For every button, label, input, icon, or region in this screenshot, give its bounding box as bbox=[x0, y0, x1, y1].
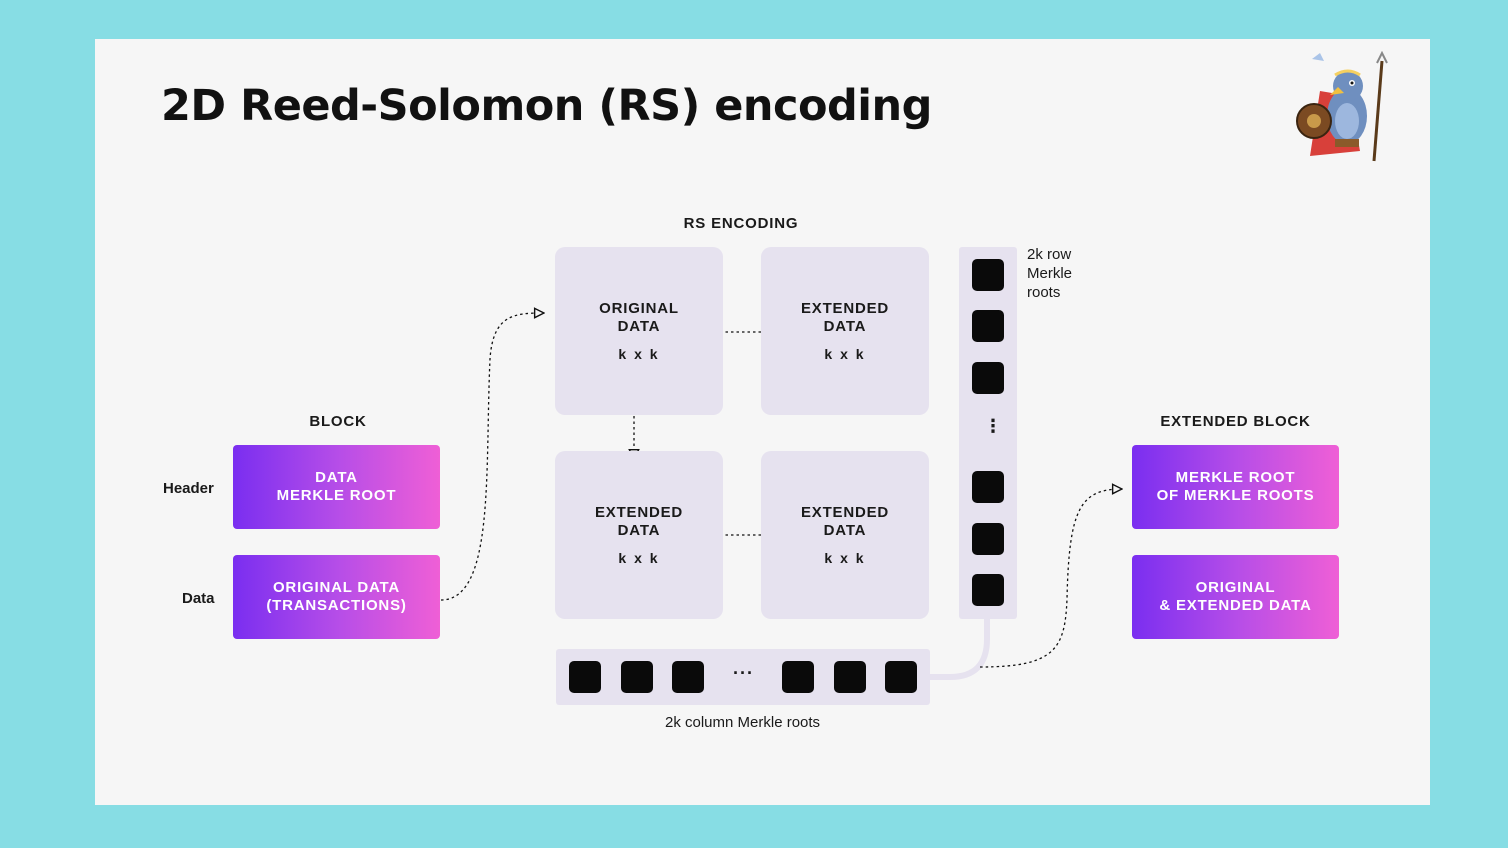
quad-line: DATA bbox=[617, 521, 661, 539]
header-label: Header bbox=[163, 480, 214, 497]
quadrant-extended-bottom-left: EXTENDED DATA k x k bbox=[555, 451, 723, 619]
extended-block-label: EXTENDED BLOCK bbox=[1160, 413, 1311, 430]
box-line: MERKLE ROOT bbox=[276, 487, 397, 504]
slide: 2D Reed-Solomon (RS) encoding bbox=[95, 39, 1430, 805]
quadrant-extended-top-right: EXTENDED DATA k x k bbox=[761, 247, 929, 415]
row-roots-note: 2k row Merkle roots bbox=[1027, 245, 1072, 302]
merkle-root-of-roots-box: MERKLE ROOT OF MERKLE ROOTS bbox=[1132, 445, 1339, 529]
quad-line: DATA bbox=[823, 521, 867, 539]
note-line: roots bbox=[1027, 284, 1061, 301]
box-line: MERKLE ROOT bbox=[1175, 469, 1296, 486]
column-root-square bbox=[782, 661, 814, 693]
column-root-square bbox=[569, 661, 601, 693]
row-merkle-roots-bar: ⋮ bbox=[959, 247, 1017, 619]
quad-line: EXTENDED bbox=[594, 503, 684, 521]
box-line: DATA bbox=[315, 469, 358, 486]
page-title: 2D Reed-Solomon (RS) encoding bbox=[161, 81, 932, 131]
row-root-square bbox=[972, 362, 1004, 394]
box-line: ORIGINAL DATA bbox=[272, 579, 401, 596]
quad-dim: k x k bbox=[618, 345, 660, 362]
original-extended-data-box: ORIGINAL & EXTENDED DATA bbox=[1132, 555, 1339, 639]
quad-line: DATA bbox=[823, 317, 867, 335]
note-line: 2k row bbox=[1027, 246, 1072, 263]
column-roots-note: 2k column Merkle roots bbox=[665, 714, 821, 731]
row-root-square bbox=[972, 523, 1004, 555]
quad-line: ORIGINAL bbox=[599, 299, 679, 317]
vertical-ellipsis: ⋮ bbox=[984, 416, 1002, 436]
quad-line: EXTENDED bbox=[800, 503, 890, 521]
bar-connector bbox=[930, 619, 990, 680]
quad-line: DATA bbox=[617, 317, 661, 335]
column-root-square bbox=[834, 661, 866, 693]
quadrant-extended-bottom-right: EXTENDED DATA k x k bbox=[761, 451, 929, 619]
quadrant-original: ORIGINAL DATA k x k bbox=[555, 247, 723, 415]
column-root-square bbox=[672, 661, 704, 693]
column-root-square bbox=[885, 661, 917, 693]
horizontal-ellipsis: ··· bbox=[733, 663, 754, 683]
note-line: Merkle bbox=[1027, 265, 1073, 282]
quad-line: EXTENDED bbox=[800, 299, 890, 317]
box-line: & EXTENDED DATA bbox=[1159, 597, 1312, 614]
arrow-data-to-original bbox=[440, 313, 544, 601]
box-line: OF MERKLE ROOTS bbox=[1156, 487, 1315, 504]
rs-encoding-label: RS ENCODING bbox=[683, 215, 799, 232]
column-merkle-roots-bar: ··· bbox=[556, 649, 930, 705]
box-line: (TRANSACTIONS) bbox=[266, 597, 407, 614]
row-root-square bbox=[972, 471, 1004, 503]
quad-dim: k x k bbox=[618, 549, 660, 566]
row-root-square bbox=[972, 259, 1004, 291]
quad-dim: k x k bbox=[824, 549, 866, 566]
column-root-square bbox=[621, 661, 653, 693]
row-root-square bbox=[972, 574, 1004, 606]
block-label: BLOCK bbox=[309, 413, 367, 430]
row-root-square bbox=[972, 310, 1004, 342]
data-label: Data bbox=[182, 590, 215, 607]
data-merkle-root-box: DATA MERKLE ROOT bbox=[233, 445, 440, 529]
quad-dim: k x k bbox=[824, 345, 866, 362]
box-line: ORIGINAL bbox=[1195, 579, 1276, 596]
original-data-box: ORIGINAL DATA (TRANSACTIONS) bbox=[233, 555, 440, 639]
mascot-icon bbox=[1296, 51, 1388, 162]
